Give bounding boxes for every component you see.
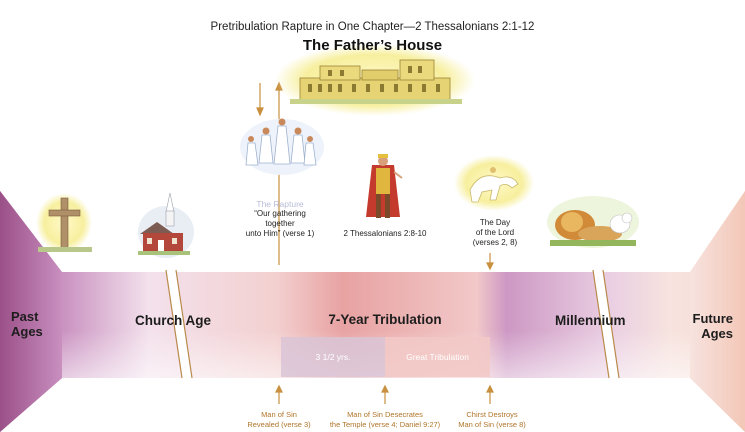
future-ages-flare	[690, 191, 745, 432]
rapture-down-arrowhead	[256, 107, 264, 117]
desecrates-temple-label: Man of Sin Desecrates the Temple (verse …	[320, 410, 450, 430]
half-tribulation-label: 3 1/2 yrs.	[315, 352, 351, 362]
day-of-lord-line-1: The Day	[479, 218, 511, 227]
millennium-break-mark	[592, 269, 620, 379]
antichrist-reference: 2 Thessalonians 2:8-10	[343, 229, 427, 238]
desecrates-line-1: Man of Sin Desecrates	[347, 410, 423, 419]
rapture-figures-illustration	[240, 118, 324, 175]
man-of-sin-revealed-label: Man of Sin Revealed (verse 3)	[239, 410, 319, 430]
church-age-label: Church Age	[135, 313, 212, 328]
great-tribulation-box	[385, 337, 490, 377]
fathers-house-illustration	[275, 44, 475, 116]
church-break-mark	[165, 269, 193, 379]
rapture-line-1: “Our gathering	[254, 209, 306, 218]
desecrates-arrowhead	[381, 384, 389, 393]
rapture-line-3: unto Him” (verse 1)	[245, 229, 315, 238]
future-ages-line-1: Future	[692, 311, 733, 326]
past-ages-line-1: Past	[11, 309, 39, 324]
day-of-lord-line-3: (verses 2, 8)	[472, 238, 518, 247]
rapture-line-2: together	[265, 219, 295, 228]
future-ages-label: Future Ages	[693, 311, 733, 341]
christ-destroys-label: Chirst Destroys Man of Sin (verse 8)	[447, 410, 537, 430]
tribulation-label: 7-Year Tribulation	[328, 312, 442, 327]
fathers-house-title: The Father’s House	[302, 37, 443, 54]
page-subtitle: Pretribulation Rapture in One Chapter—2 …	[210, 21, 535, 33]
day-of-lord-illustration	[454, 155, 534, 211]
day-of-lord-line-2: of the Lord	[475, 228, 515, 237]
millennium-label: Millennium	[555, 313, 626, 328]
man-of-sin-line-2: Revealed (verse 3)	[247, 420, 311, 429]
past-ages-line-2: Ages	[11, 324, 43, 339]
man-of-sin-line-1: Man of Sin	[261, 410, 297, 419]
destroys-line-2: Man of Sin (verse 8)	[458, 420, 526, 429]
past-ages-label: Past Ages	[11, 309, 43, 339]
great-tribulation-label: Great Tribulation	[406, 352, 469, 362]
half-tribulation-box	[281, 337, 385, 377]
future-ages-line-2: Ages	[701, 326, 733, 341]
cross-illustration	[36, 193, 92, 253]
man-of-sin-arrowhead	[275, 384, 283, 393]
rapture-label: The Rapture “Our gathering together unto…	[230, 199, 330, 239]
rapture-title: The Rapture	[256, 199, 304, 209]
lion-and-lamb-illustration	[547, 196, 639, 248]
destroys-line-1: Chirst Destroys	[466, 410, 518, 419]
destroys-arrowhead	[486, 384, 494, 393]
past-ages-flare	[0, 191, 62, 432]
day-of-lord-label: The Day of the Lord (verses 2, 8)	[455, 218, 535, 248]
church-illustration	[138, 192, 194, 258]
day-of-lord-arrowhead	[486, 262, 494, 271]
desecrates-line-2: the Temple (verse 4; Daniel 9:27)	[329, 420, 441, 429]
man-of-sin-illustration	[366, 154, 403, 218]
